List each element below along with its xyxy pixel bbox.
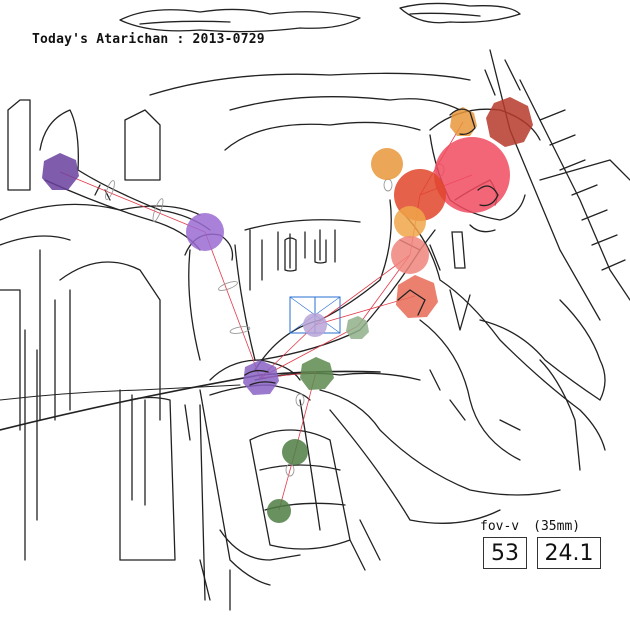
- foot-marker[interactable]: [267, 499, 291, 523]
- lens-label: (35mm): [533, 519, 581, 534]
- elbow-right-marker[interactable]: [396, 275, 438, 318]
- focal-length-box[interactable]: 24.1: [537, 537, 601, 569]
- elbow-left-marker[interactable]: [186, 213, 224, 251]
- joint-markers[interactable]: [42, 97, 533, 523]
- hair-marker[interactable]: [486, 97, 533, 147]
- joint-rings: [105, 163, 445, 477]
- fov-caption: fov-v (35mm): [480, 519, 580, 534]
- shoulder-right-marker[interactable]: [391, 236, 429, 274]
- ear-marker[interactable]: [371, 148, 403, 180]
- wrist-right-marker[interactable]: [394, 206, 426, 238]
- chest-marker[interactable]: [303, 313, 327, 337]
- head-marker[interactable]: [434, 137, 510, 213]
- pelvis-marker[interactable]: [346, 316, 369, 339]
- fov-label: fov-v: [480, 519, 520, 534]
- page-title: Today's Atarichan : 2013-0729: [32, 32, 265, 47]
- hand-left-marker[interactable]: [42, 153, 79, 190]
- shoulder-left-marker[interactable]: [243, 360, 279, 395]
- foreground-sketch: [244, 108, 499, 386]
- fov-value-box[interactable]: 53: [483, 537, 527, 569]
- hip-marker[interactable]: [300, 357, 334, 390]
- knee-marker[interactable]: [282, 439, 308, 465]
